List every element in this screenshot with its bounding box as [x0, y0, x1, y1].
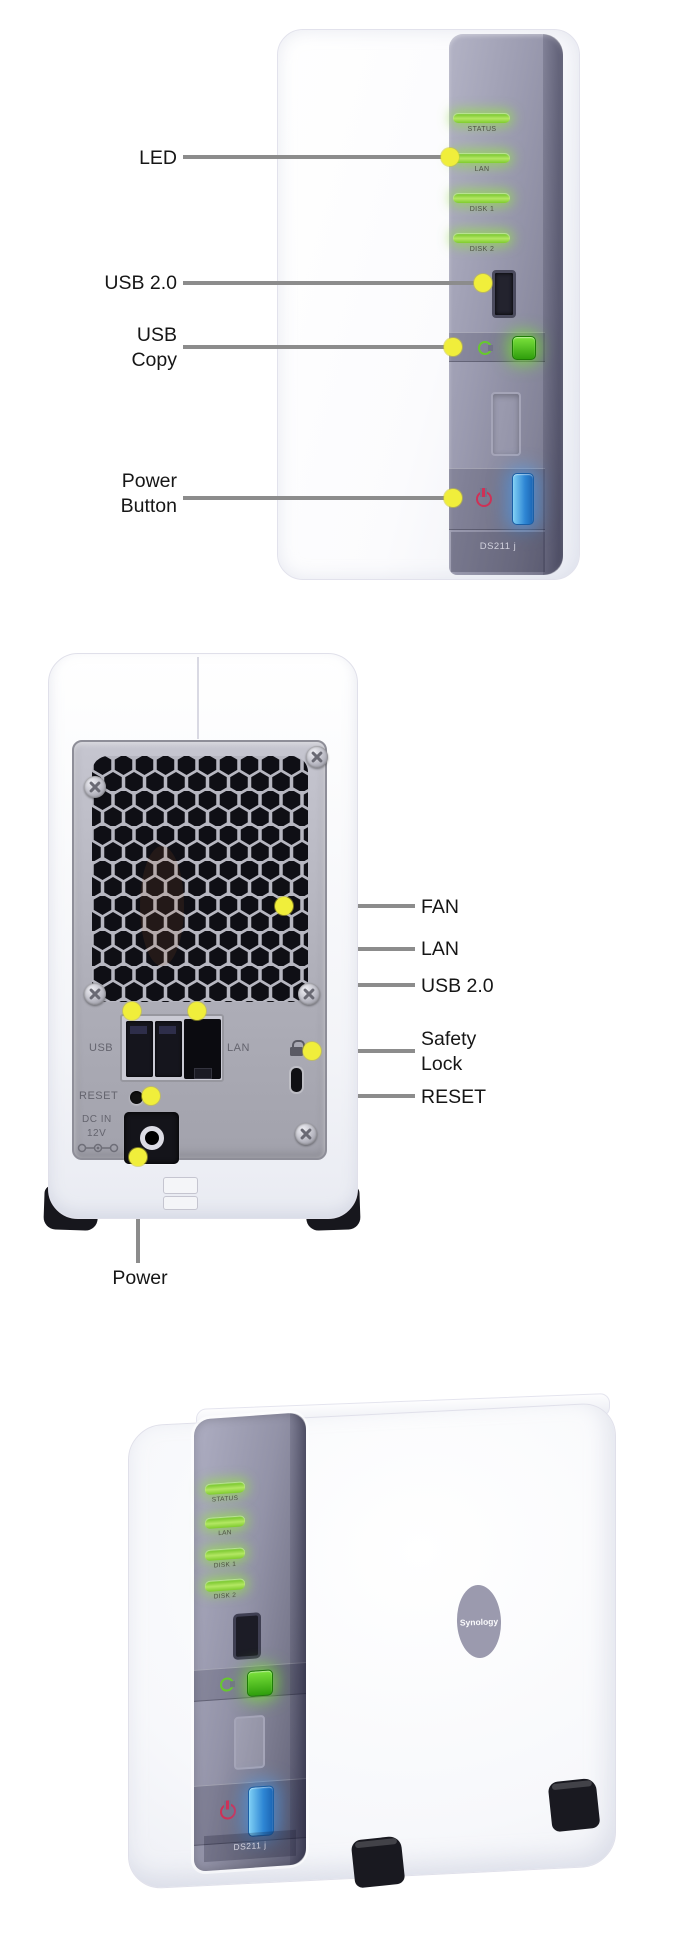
usb-copy-icon [220, 1677, 234, 1692]
usb-copy-label-line2: Copy [131, 349, 177, 371]
status-led-label: STATUS [467, 126, 497, 133]
disk1-led [205, 1547, 245, 1562]
safety-label-line1: Safety [421, 1028, 477, 1050]
power-button [248, 1785, 274, 1838]
usb-copy-label-line1: USB [136, 324, 177, 346]
leader-line-usb-copy [183, 345, 453, 349]
cable-clip-bottom [163, 1196, 198, 1210]
callout-dot-led [441, 148, 459, 166]
disk1-led-label: DISK 1 [469, 206, 495, 213]
dc-power-jack [124, 1112, 179, 1164]
safety-lock-icon [290, 1040, 305, 1056]
callout-label-fan: FAN [421, 896, 459, 918]
callout-dot-usb [474, 274, 492, 292]
callout-dot-lan [188, 1002, 206, 1020]
usb-copy-row [449, 332, 545, 362]
fan-grille [92, 756, 308, 1002]
lan-led-label: LAN [218, 1529, 232, 1538]
screw-icon [298, 983, 320, 1005]
status-led [205, 1481, 245, 1496]
reset-label: RESET [79, 1090, 119, 1102]
callout-label-lan: LAN [421, 938, 459, 960]
power-row [449, 468, 545, 530]
perspective-front-panel: STATUS LAN DISK 1 DISK 2 DS211 j [194, 1412, 306, 1872]
screw-icon [295, 1123, 317, 1145]
lan-port [184, 1019, 221, 1079]
perspective-front-foot [350, 1835, 406, 1889]
status-led [453, 113, 510, 123]
disk2-led-label: DISK 2 [213, 1591, 237, 1601]
rear-usb-port-2 [155, 1021, 182, 1077]
synology-logo-text: Synology [459, 1615, 499, 1628]
usb-copy-button [247, 1669, 273, 1698]
callout-label-usb: USB 2.0 [104, 272, 177, 294]
usb-copy-button [512, 336, 536, 360]
dc-voltage-label: 12V [87, 1128, 107, 1139]
callout-dot-usb-copy [444, 338, 462, 356]
screw-icon [84, 983, 106, 1005]
front-usb-port [492, 270, 516, 318]
usb-copy-icon [478, 341, 493, 355]
callout-label-rear-usb: USB 2.0 [421, 975, 494, 997]
perspective-rear-foot [547, 1777, 601, 1833]
callout-dot-rear-usb [123, 1002, 141, 1020]
leader-line-usb [183, 281, 483, 285]
front-panel: STATUS LAN DISK 1 DISK 2 DS211 j [449, 34, 563, 575]
screw-icon [84, 776, 106, 798]
case-seam [197, 657, 199, 739]
back-plate: USB LAN RESET DC IN 12V [72, 740, 328, 1164]
disk2-led [205, 1578, 245, 1593]
model-label-band: DS211 j [451, 532, 545, 572]
callout-label-reset: RESET [421, 1086, 487, 1108]
cable-clip-top [163, 1177, 198, 1194]
front-usb-port [233, 1612, 261, 1661]
callout-label-power-button: Power Button [121, 469, 177, 519]
reset-button [130, 1091, 143, 1104]
callout-label-usb-copy: USB Copy [131, 323, 177, 373]
screw-icon [306, 746, 328, 768]
callout-label-led: LED [139, 147, 177, 169]
callout-dot-dc-power [129, 1148, 147, 1166]
dc-in-label: DC IN [82, 1114, 112, 1125]
lan-led-label: LAN [474, 166, 490, 173]
lan-led [205, 1515, 245, 1530]
power-label-line2: Button [120, 495, 177, 517]
power-icon [475, 488, 492, 507]
power-label-line1: Power [121, 470, 177, 492]
disk2-led-label: DISK 2 [469, 246, 495, 253]
dc-plug-icon [77, 1143, 119, 1153]
callout-label-safety-lock: Safety Lock [421, 1027, 476, 1077]
drive-tray-slot [491, 392, 521, 456]
power-button [512, 473, 534, 525]
lan-port-label: LAN [227, 1042, 250, 1054]
callout-dot-safety-lock [303, 1042, 321, 1060]
leader-line-power-button [183, 496, 453, 500]
usb-port-label: USB [89, 1042, 114, 1054]
lan-led [453, 153, 510, 163]
safety-label-line2: Lock [421, 1053, 463, 1075]
leader-line-led [183, 155, 450, 159]
disk1-led [453, 193, 510, 203]
callout-dot-fan [275, 897, 293, 915]
model-label: DS211 j [233, 1839, 267, 1853]
callout-label-dc-power: Power [112, 1267, 168, 1289]
callout-dot-power-button [444, 489, 462, 507]
model-label: DS211 j [479, 541, 517, 552]
status-led-label: STATUS [211, 1494, 239, 1504]
port-cluster [120, 1014, 224, 1082]
disk1-led-label: DISK 1 [213, 1560, 237, 1570]
callout-dot-reset [142, 1087, 160, 1105]
leader-line-safety-lock [312, 1049, 415, 1053]
model-label-band: DS211 j [204, 1829, 296, 1863]
kensington-slot [291, 1068, 302, 1092]
rear-usb-port-1 [126, 1021, 153, 1077]
disk2-led [453, 233, 510, 243]
power-icon [219, 1801, 235, 1818]
usb-copy-row [194, 1662, 306, 1702]
drive-tray-slot [234, 1714, 265, 1771]
